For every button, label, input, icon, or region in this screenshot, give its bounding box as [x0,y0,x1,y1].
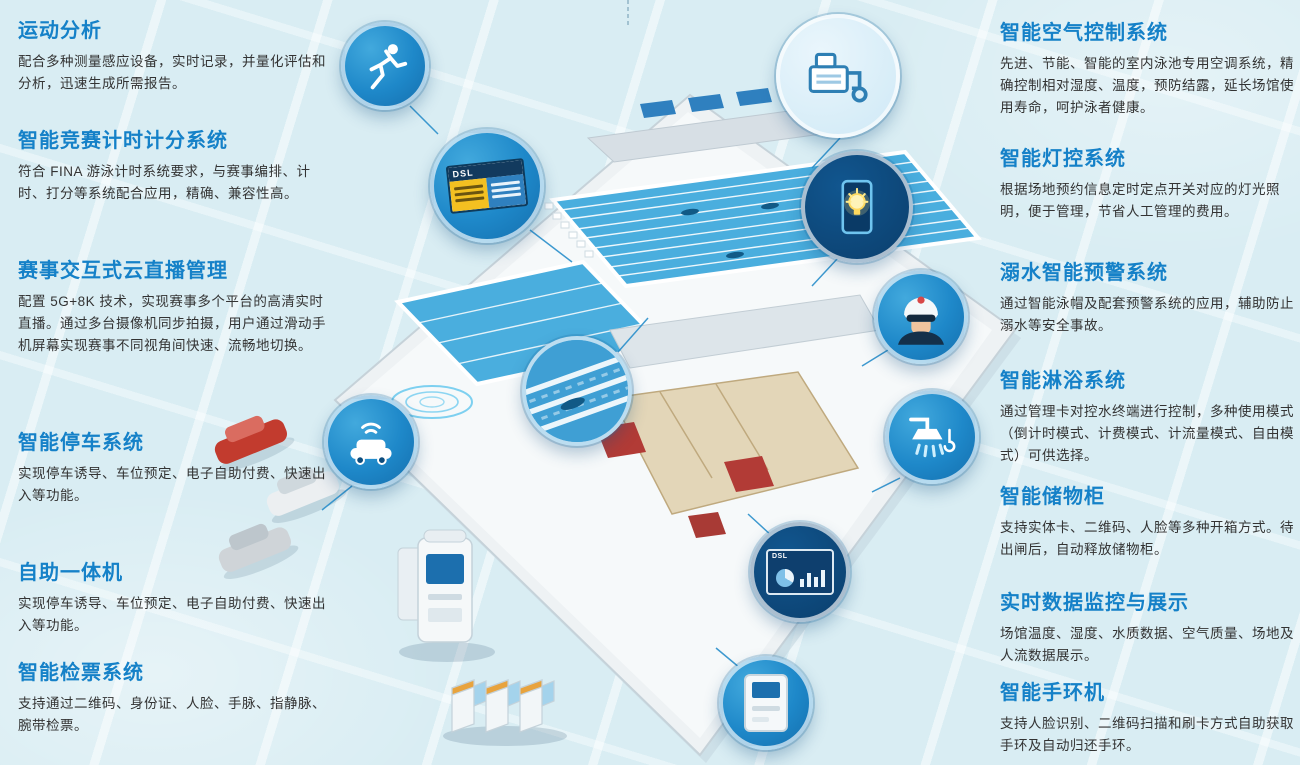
feature-smart-locker: 智能储物柜 支持实体卡、二维码、人脸等多种开箱方式。待出闸后，自动释放储物柜。 [1000,480,1296,561]
swim-cap-icon [898,296,944,345]
feature-drowning-warning: 溺水智能预警系统 通过智能泳帽及配套预警系统的应用，辅助防止溺水等安全事故。 [1000,256,1296,337]
bar-chart-icon [799,567,825,587]
feature-title: 实时数据监控与展示 [1000,592,1189,614]
hvac-icon [808,52,868,103]
pool-lanes-icon [526,340,628,442]
right-feature-panel: 智能空气控制系统 先进、节能、智能的室内泳池专用空调系统，精确控制相对湿度、温度… [1000,0,1296,765]
feature-title: 智能停车系统 [18,432,144,454]
feature-self-service-kiosk: 自助一体机 实现停车诱导、车位预定、电子自助付费、快速出入等功能。 [18,556,334,637]
screen-label: DSL [772,553,788,560]
data-screen-icon: DSL [766,549,834,595]
left-feature-panel: 运动分析 配合多种测量感应设备，实时记录，并量化评估和分析，迅速生成所需报告。 … [18,0,334,765]
scoreboard-label: DSL [452,167,475,180]
parking-car-icon [350,422,392,465]
feature-sports-analysis: 运动分析 配合多种测量感应设备，实时记录，并量化评估和分析，迅速生成所需报告。 [18,14,334,95]
callout-wristband-machine [719,656,813,750]
parking-cars [214,415,347,579]
feature-title: 智能储物柜 [1000,486,1105,508]
callout-air-control [776,14,900,138]
feature-title: 运动分析 [18,20,102,42]
wristband-machine-icon [744,674,788,732]
lightbulb-icon [841,179,873,235]
feature-description: 支持人脸识别、二维码扫描和刷卡方式自助获取手环及自动归还手环。 [1000,716,1294,753]
feature-title: 赛事交互式云直播管理 [18,260,228,282]
feature-description: 场馆温度、湿度、水质数据、空气质量、场地及人流数据展示。 [1000,626,1294,663]
callout-drowning-warning [874,270,968,364]
callout-pool-lanes [522,336,632,446]
feature-title: 智能检票系统 [18,662,144,684]
callout-parking-system [324,395,418,489]
feature-description: 根据场地预约信息定时定点开关对应的灯光照明，便于管理，节省人工管理的费用。 [1000,182,1280,219]
feature-timing-scoring: 智能竞赛计时计分系统 符合 FINA 游泳计时系统要求，与赛事编排、计时、打分等… [18,124,334,205]
feature-wristband-machine: 智能手环机 支持人脸识别、二维码扫描和刷卡方式自助获取手环及自动归还手环。 [1000,676,1296,757]
callout-data-monitor: DSL [750,522,850,622]
feature-title: 智能空气控制系统 [1000,22,1168,44]
feature-description: 实现停车诱导、车位预定、电子自助付费、快速出入等功能。 [18,596,326,633]
feature-description: 支持实体卡、二维码、人脸等多种开箱方式。待出闸后，自动释放储物柜。 [1000,520,1294,557]
callout-scoring-system: DSL [430,129,544,243]
pie-chart-icon [775,569,794,587]
feature-light-control: 智能灯控系统 根据场地预约信息定时定点开关对应的灯光照明，便于管理，节省人工管理… [1000,142,1296,223]
feature-description: 实现停车诱导、车位预定、电子自助付费、快速出入等功能。 [18,466,326,503]
callout-light-control [801,151,913,263]
feature-description: 配置 5G+8K 技术，实现赛事多个平台的高清实时直播。通过多台摄像机同步拍摄，… [18,294,326,353]
feature-description: 通过智能泳帽及配套预警系统的应用，辅助防止溺水等安全事故。 [1000,296,1294,333]
turnstile-icon [443,679,567,746]
callout-sports-analysis [341,22,429,110]
feature-title: 智能竞赛计时计分系统 [18,130,228,152]
kiosk-icon [397,529,495,662]
feature-description: 符合 FINA 游泳计时系统要求，与赛事编排、计时、打分等系统配合应用，精确、兼… [18,164,311,201]
runner-icon [369,44,408,90]
feature-description: 配合多种测量感应设备，实时记录，并量化评估和分析，迅速生成所需报告。 [18,54,326,91]
feature-title: 智能手环机 [1000,682,1105,704]
feature-cloud-broadcast: 赛事交互式云直播管理 配置 5G+8K 技术，实现赛事多个平台的高清实时直播。通… [18,254,334,357]
feature-description: 先进、节能、智能的室内泳池专用空调系统，精确控制相对湿度、温度，预防结露，延长场… [1000,56,1294,115]
feature-ticket-checking: 智能检票系统 支持通过二维码、身份证、人脸、手脉、指静脉、腕带检票。 [18,656,334,737]
feature-shower-system: 智能淋浴系统 通过管理卡对控水终端进行控制，多种使用模式（倒计时模式、计费模式、… [1000,364,1296,467]
feature-data-monitor: 实时数据监控与展示 场馆温度、湿度、水质数据、空气质量、场地及人流数据展示。 [1000,586,1296,667]
feature-title: 智能灯控系统 [1000,148,1126,170]
feature-title: 智能淋浴系统 [1000,370,1126,392]
feature-air-control: 智能空气控制系统 先进、节能、智能的室内泳池专用空调系统，精确控制相对湿度、温度… [1000,16,1296,119]
feature-description: 支持通过二维码、身份证、人脸、手脉、指静脉、腕带检票。 [18,696,326,733]
feature-title: 溺水智能预警系统 [1000,262,1168,284]
feature-description: 通过管理卡对控水终端进行控制，多种使用模式（倒计时模式、计费模式、计流量模式、自… [1000,404,1294,463]
feature-parking-system: 智能停车系统 实现停车诱导、车位预定、电子自助付费、快速出入等功能。 [18,426,334,507]
feature-title: 自助一体机 [18,562,123,584]
shower-icon [909,417,956,458]
callout-shower-system [885,390,979,484]
scoreboard-icon: DSL [445,158,529,214]
